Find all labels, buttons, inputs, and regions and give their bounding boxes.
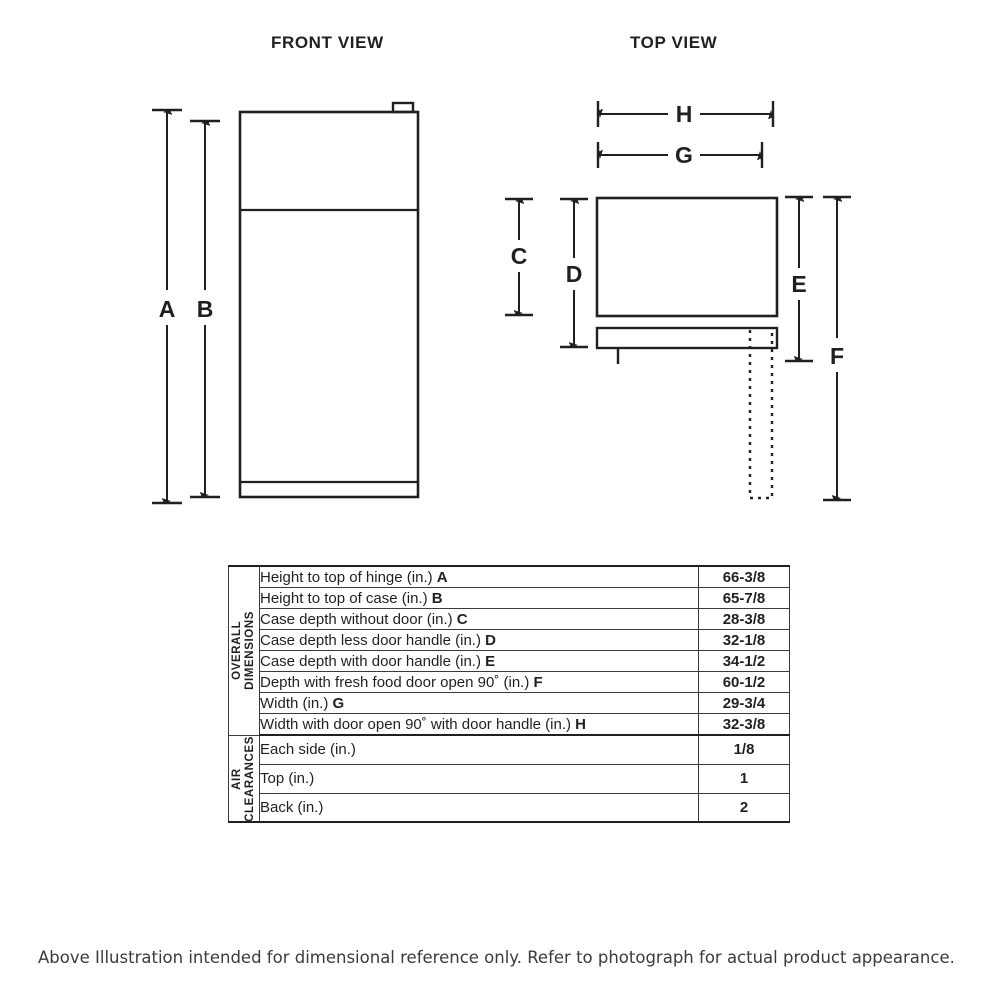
row-description: Height to top of case (in.) B <box>259 587 699 609</box>
dimension-g: G <box>596 142 764 168</box>
group-label-air-clearances: AIR CLEARANCES <box>231 735 256 822</box>
dimension-e: E <box>785 195 813 363</box>
group-label-overall-dimensions: OVERALL DIMENSIONS <box>231 611 256 691</box>
dimension-b-label: B <box>197 296 214 322</box>
row-description: Depth with fresh food door open 90˚ (in.… <box>259 671 699 693</box>
row-value: 29-3/4 <box>698 692 790 714</box>
row-description-text: Each side (in.) <box>260 741 356 759</box>
table-row: AIR CLEARANCES Each side (in.) 1/8 <box>228 733 790 824</box>
row-description-letter: A <box>436 568 448 586</box>
row-description: Height to top of hinge (in.) A <box>259 565 699 588</box>
row-value: 32-1/8 <box>698 629 790 651</box>
dimension-a: A <box>152 108 182 505</box>
dimension-c: C <box>505 197 533 317</box>
row-description-text: Width with door open 90˚ with door handl… <box>260 715 576 733</box>
specifications-table-body: OVERALL DIMENSIONS Height to top of hing… <box>228 565 790 824</box>
table-row: Depth with fresh food door open 90˚ (in.… <box>229 671 790 693</box>
dimension-d: D <box>560 197 588 349</box>
row-description: Width (in.) G <box>259 692 699 714</box>
table-row: Back (in.) 2 <box>229 792 790 824</box>
row-description-letter: E <box>485 652 496 670</box>
top-view-door-bar <box>595 326 779 350</box>
top-view-title: TOP VIEW <box>630 33 718 52</box>
front-view-hinge-tab <box>391 101 415 114</box>
row-value: 1 <box>698 763 790 794</box>
row-value: 65-7/8 <box>698 587 790 609</box>
dimension-h-label: H <box>676 101 693 127</box>
table-row: Case depth less door handle (in.) D 32-1… <box>229 629 790 651</box>
row-value: 66-3/8 <box>698 565 790 588</box>
row-description: Case depth with door handle (in.) E <box>259 650 699 672</box>
front-view-title: FRONT VIEW <box>271 33 384 52</box>
row-description-letter: C <box>456 610 468 628</box>
row-description: Case depth without door (in.) C <box>259 608 699 630</box>
row-value: 1/8 <box>698 733 790 765</box>
dimension-h: H <box>596 101 775 127</box>
row-value: 32-3/8 <box>698 713 790 736</box>
group-cell-overall-dimensions: OVERALL DIMENSIONS <box>228 565 260 736</box>
table-row: Height to top of case (in.) B 65-7/8 <box>229 587 790 609</box>
top-view-case-outline <box>595 196 779 318</box>
top-view-group: H G C <box>505 101 851 502</box>
table-row: Case depth with door handle (in.) E 34-1… <box>229 650 790 672</box>
table-row: Width with door open 90˚ with door handl… <box>229 713 790 736</box>
row-value: 28-3/8 <box>698 608 790 630</box>
table-row: Case depth without door (in.) C 28-3/8 <box>229 608 790 630</box>
specifications-table: OVERALL DIMENSIONS Height to top of hing… <box>228 565 790 824</box>
table-row: Width (in.) G 29-3/4 <box>229 692 790 714</box>
row-description-letter: D <box>485 631 496 649</box>
row-description-text: Height to top of case (in.) <box>260 589 432 607</box>
row-description-text: Case depth without door (in.) <box>260 610 457 628</box>
row-description-letter: F <box>533 673 543 691</box>
row-description-text: Width (in.) <box>260 694 333 712</box>
specifications-table-container: OVERALL DIMENSIONS Height to top of hing… <box>228 565 790 824</box>
row-value: 60-1/2 <box>698 671 790 693</box>
row-description-text: Depth with fresh food door open 90˚ (in.… <box>260 673 534 691</box>
row-description-text: Top (in.) <box>260 770 315 788</box>
table-row: Top (in.) 1 <box>229 763 790 794</box>
dimension-f-label: F <box>830 343 844 369</box>
table-row: OVERALL DIMENSIONS Height to top of hing… <box>228 565 790 736</box>
row-description: Back (in.) <box>259 792 699 824</box>
dimension-f: F <box>823 195 851 502</box>
row-description-text: Height to top of hinge (in.) <box>260 568 437 586</box>
row-description-letter: H <box>575 715 587 733</box>
row-description-text: Case depth less door handle (in.) <box>260 631 486 649</box>
front-view-group: A B <box>152 101 420 505</box>
dimension-e-label: E <box>791 271 806 297</box>
row-description: Width with door open 90˚ with door handl… <box>259 713 699 736</box>
dimension-g-label: G <box>675 142 693 168</box>
row-value: 34-1/2 <box>698 650 790 672</box>
front-view-case-outline <box>238 110 420 499</box>
dimension-a-label: A <box>159 296 176 322</box>
row-description-text: Case depth with door handle (in.) <box>260 652 486 670</box>
dimension-b: B <box>190 119 220 499</box>
top-view-open-door-dotted <box>748 330 774 500</box>
dimension-d-label: D <box>566 261 583 287</box>
row-description-letter: B <box>431 589 443 607</box>
group-cell-air-clearances: AIR CLEARANCES <box>228 734 260 824</box>
row-description: Top (in.) <box>259 763 699 794</box>
dimension-c-label: C <box>511 243 528 269</box>
footnote-text: Above Illustration intended for dimensio… <box>38 948 955 967</box>
row-description: Each side (in.) <box>259 733 699 765</box>
row-description-text: Back (in.) <box>260 798 324 816</box>
row-description: Case depth less door handle (in.) D <box>259 629 699 651</box>
row-description-letter: G <box>332 694 345 712</box>
row-value: 2 <box>698 792 790 824</box>
